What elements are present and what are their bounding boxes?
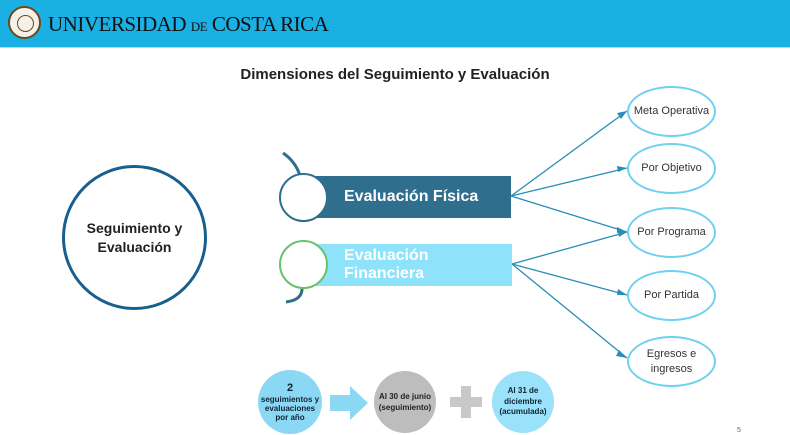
arrow-heads <box>616 111 627 358</box>
bracket-bottom <box>285 286 304 304</box>
evaluacion-fisica-label: Evaluación Física <box>344 188 479 205</box>
slide-title: Dimensiones del Seguimiento y Evaluación <box>240 66 550 83</box>
plus-icon <box>450 386 482 418</box>
item-por-programa: Por Programa <box>627 207 716 258</box>
count-text: seguimientos y evaluaciones por año <box>260 394 320 422</box>
item-por-objetivo: Por Objetivo <box>627 143 716 194</box>
item-meta-operativa: Meta Operativa <box>627 86 716 137</box>
right-arrow-icon <box>330 386 368 420</box>
university-country: COSTA RICA <box>211 12 329 36</box>
fan-lines <box>510 110 628 359</box>
diciembre-circle: Al 31 de diciembre (acumulada) <box>492 371 554 433</box>
page-number: 5 <box>737 427 741 434</box>
university-seal-icon <box>8 6 41 39</box>
item-por-partida: Por Partida <box>627 270 716 321</box>
main-circle: Seguimiento y Evaluación <box>62 165 207 310</box>
count-circle: 2 seguimientos y evaluaciones por año <box>258 370 322 434</box>
university-word: UNIVERSIDAD <box>48 12 187 36</box>
university-de: DE <box>190 19 208 34</box>
header-bar: UNIVERSIDAD DE COSTA RICA <box>0 0 790 48</box>
count-number: 2 <box>286 381 294 394</box>
item-egresos-ingresos: Egresos e ingresos <box>627 336 716 387</box>
evaluacion-financiera-bar: Evaluación Financiera <box>300 244 512 286</box>
evaluacion-fisica-bar: Evaluación Física <box>300 176 511 218</box>
diciembre-text: Al 31 de diciembre (acumulada) <box>499 386 547 417</box>
junio-circle: Al 30 de junio (seguimiento) <box>374 371 436 433</box>
financiera-ring-icon <box>279 240 328 289</box>
university-logo-text: UNIVERSIDAD DE COSTA RICA <box>48 12 329 37</box>
fisica-ring-icon <box>279 173 328 222</box>
evaluacion-financiera-label: Evaluación Financiera <box>344 247 429 282</box>
junio-text: Al 30 de junio (seguimiento) <box>378 391 432 412</box>
